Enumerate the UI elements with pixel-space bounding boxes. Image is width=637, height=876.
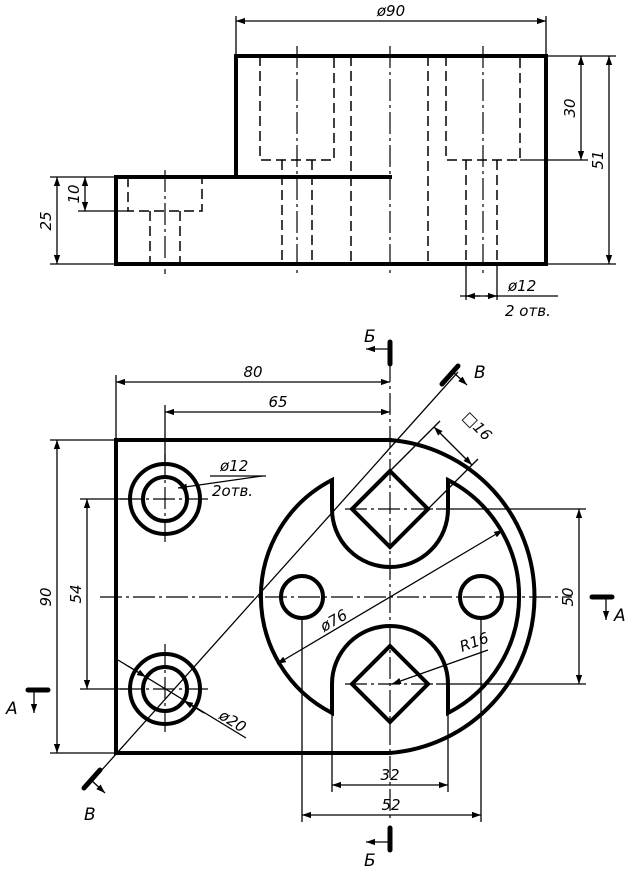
leader-d20-arrow xyxy=(183,700,205,714)
section-line-v xyxy=(99,371,459,773)
leader-d20-arrow xyxy=(127,665,147,678)
dim-52-text: 52 xyxy=(381,796,400,814)
front-hidden-counterbore-lower xyxy=(127,177,203,212)
dim-80-text: 80 xyxy=(243,363,262,381)
dim-extension xyxy=(389,420,441,472)
dim-d76-text: ø76 xyxy=(316,606,350,636)
section-a-left-label: А xyxy=(5,699,18,719)
dim-51-text: 51 xyxy=(589,150,607,169)
dim-25-text: 25 xyxy=(37,211,55,230)
section-v-top-label: В xyxy=(474,363,486,383)
section-v-bottom-label: В xyxy=(84,805,96,825)
section-b-bottom-label: Б xyxy=(364,851,376,871)
dim-line-sq16 xyxy=(433,426,473,466)
dim-d12-text: ø12 xyxy=(219,457,248,475)
section-arrow-v-bottom xyxy=(89,778,106,794)
section-b-top-label: Б xyxy=(364,327,376,347)
square-boss-lower xyxy=(349,643,431,725)
top-view: В В Б Б А А 80 65 90 54 xyxy=(5,327,626,871)
dim-extension xyxy=(427,458,479,510)
dim-90-text: 90 xyxy=(37,587,55,606)
dim-line-d76 xyxy=(276,529,504,665)
front-view: ø90 30 51 25 10 ø12 2 отв. xyxy=(37,2,616,320)
dim-50-text: 50 xyxy=(559,587,577,606)
dim-sq16-text: □16 xyxy=(459,408,495,444)
section-cut-v-bottom xyxy=(81,767,103,791)
dim-holes-text: 2отв. xyxy=(212,482,253,500)
leader-d12 xyxy=(177,475,263,490)
dim-65-text: 65 xyxy=(268,393,287,411)
dim-holes-text: 2 отв. xyxy=(505,302,551,320)
dim-10-text: 10 xyxy=(65,184,83,203)
dim-54-text: 54 xyxy=(67,584,85,603)
dim-r16-text: R16 xyxy=(457,629,491,656)
dim-32-text: 32 xyxy=(380,766,399,784)
dim-30-text: 30 xyxy=(561,98,579,117)
dim-d90-text: ø90 xyxy=(376,2,405,20)
leader-r16 xyxy=(391,649,489,685)
section-a-right-label: А xyxy=(613,606,626,626)
dim-d20-text: ø20 xyxy=(215,706,249,737)
section-cut-v-top xyxy=(439,363,461,387)
dim-d12-text: ø12 xyxy=(507,277,536,295)
section-arrow-v-top xyxy=(451,370,468,386)
